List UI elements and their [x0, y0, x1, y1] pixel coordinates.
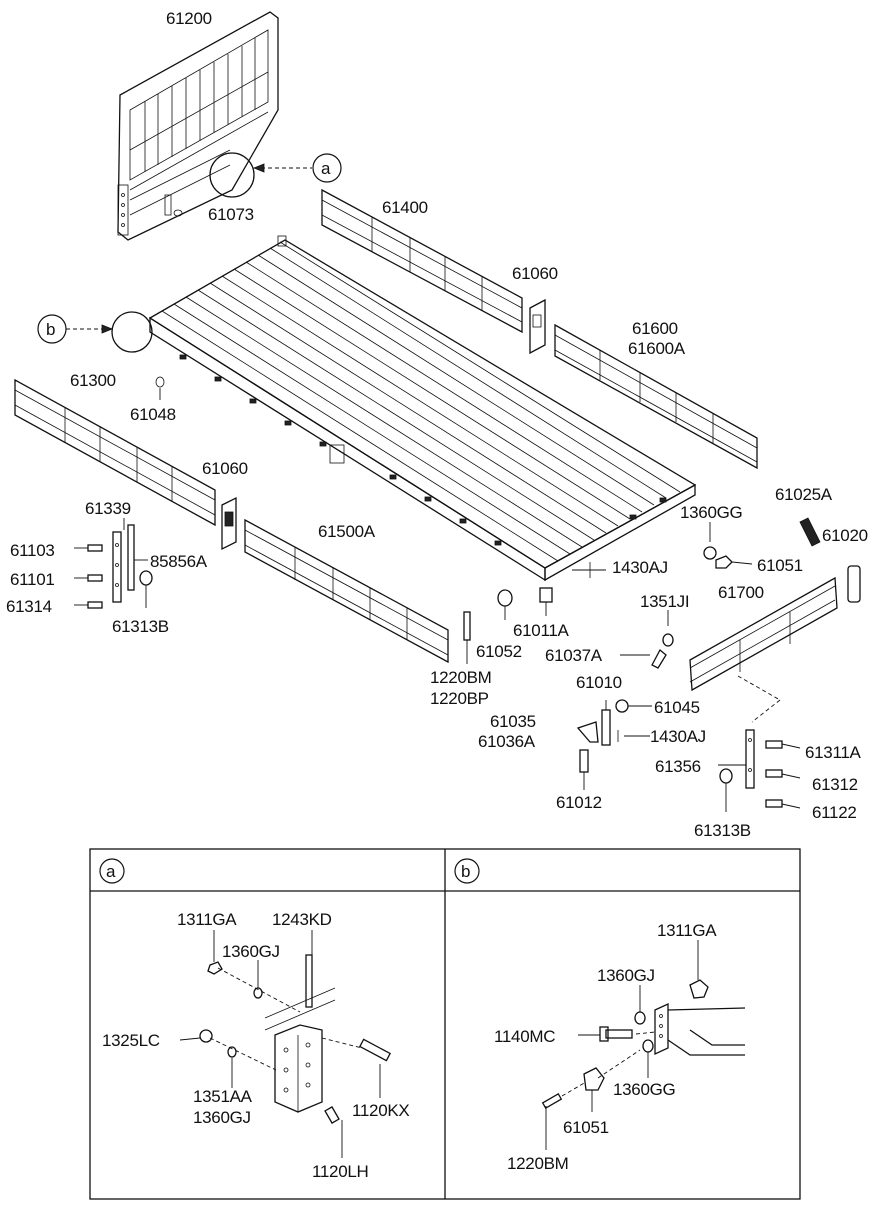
detail-b-tag-circle	[454, 858, 480, 884]
label-61600[interactable]: 61600	[632, 319, 678, 338]
label-a-1120KX[interactable]: 1120KX	[352, 1101, 410, 1120]
rear-fittings	[463, 562, 606, 664]
headboard-slats	[144, 38, 256, 172]
label-61314[interactable]: 61314	[6, 597, 52, 616]
label-61313B-right[interactable]: 61313B	[694, 821, 751, 840]
arrowhead-icon	[101, 324, 114, 334]
label-61073[interactable]: 61073	[208, 205, 254, 224]
callout-b-circle[interactable]	[37, 314, 67, 344]
label-61048[interactable]: 61048	[130, 405, 176, 424]
label-61020[interactable]: 61020	[822, 526, 868, 545]
label-61051[interactable]: 61051	[757, 556, 803, 575]
detail-a-drawing	[179, 930, 392, 1158]
detail-b-tag-letter: b	[461, 862, 470, 881]
label-61025A[interactable]: 61025A	[775, 485, 833, 504]
detail-a-tag-letter: a	[106, 862, 116, 881]
label-61103[interactable]: 61103	[10, 541, 55, 560]
label-61012[interactable]: 61012	[556, 793, 602, 812]
label-a-1311GA[interactable]: 1311GA	[177, 910, 238, 929]
label-61600A[interactable]: 61600A	[628, 339, 686, 358]
post-61060-mid	[221, 496, 237, 551]
label-61500A[interactable]: 61500A	[318, 522, 376, 541]
label-1360GG[interactable]: 1360GG	[680, 503, 743, 522]
callout-a-letter: a	[321, 159, 331, 178]
callout-b-letter: b	[46, 320, 55, 339]
sideboard-61300	[14, 378, 216, 527]
detail-b-labels: 1311GA 1360GJ 1140MC 1360GG 61051 1220BM	[494, 921, 718, 1173]
label-b-1311GA[interactable]: 1311GA	[657, 921, 718, 940]
label-61313B-left[interactable]: 61313B	[112, 617, 169, 636]
rear-right-fittings	[703, 517, 861, 603]
label-61312[interactable]: 61312	[812, 775, 858, 794]
label-61010[interactable]: 61010	[576, 673, 622, 692]
headboard-61200	[117, 11, 279, 241]
label-b-1140MC[interactable]: 1140MC	[494, 1027, 556, 1046]
label-b-1220BM[interactable]: 1220BM	[507, 1154, 569, 1173]
floor-bolts	[179, 354, 667, 546]
label-61101[interactable]: 61101	[10, 570, 55, 589]
sideboard-61500A	[244, 518, 449, 664]
hinge-61339	[112, 524, 135, 603]
detail-a-tag-circle	[99, 858, 125, 884]
detail-a-labels: 1311GA 1243KD 1360GJ 1325LC 1351AA 1360G…	[102, 910, 410, 1181]
label-1430AJ-top[interactable]: 1430AJ	[612, 558, 668, 577]
sideboard-61600	[554, 323, 758, 470]
label-61311A[interactable]: 61311A	[805, 743, 862, 762]
label-61356[interactable]: 61356	[655, 757, 701, 776]
tailgate-61700	[689, 576, 838, 692]
label-61045[interactable]: 61045	[654, 698, 700, 717]
label-61300[interactable]: 61300	[70, 371, 116, 390]
label-61122[interactable]: 61122	[812, 803, 857, 822]
nut-61048	[155, 376, 165, 388]
callout-a-circle[interactable]	[312, 153, 342, 183]
post-61060-top	[529, 298, 546, 355]
label-61700[interactable]: 61700	[718, 583, 764, 602]
label-1430AJ-low[interactable]: 1430AJ	[650, 727, 706, 746]
label-a-1360GJ-top[interactable]: 1360GJ	[222, 942, 280, 961]
label-61036A[interactable]: 61036A	[478, 732, 536, 751]
detail-b-drawing	[541, 940, 746, 1150]
label-1220BP[interactable]: 1220BP	[430, 689, 489, 708]
sideboard-61400	[321, 188, 523, 334]
label-a-1120LH[interactable]: 1120LH	[312, 1162, 369, 1181]
label-b-61051[interactable]: 61051	[563, 1118, 609, 1137]
label-61035[interactable]: 61035	[490, 712, 536, 731]
washer-1351JI	[662, 633, 674, 647]
main-labels: 61200 61073 61400 61060 61600 61600A 613…	[6, 9, 868, 840]
label-61339[interactable]: 61339	[85, 499, 131, 518]
latch-61010-group	[576, 699, 629, 773]
label-85856A[interactable]: 85856A	[150, 552, 208, 571]
label-1351JI[interactable]: 1351JI	[640, 592, 690, 611]
label-61060-mid[interactable]: 61060	[202, 459, 248, 478]
label-61400[interactable]: 61400	[382, 198, 428, 217]
label-61200[interactable]: 61200	[166, 9, 212, 28]
label-61052[interactable]: 61052	[476, 642, 522, 661]
label-61037A[interactable]: 61037A	[545, 646, 603, 665]
label-a-1243KD[interactable]: 1243KD	[272, 910, 332, 929]
label-a-1351AA[interactable]: 1351AA	[193, 1087, 253, 1106]
label-a-1325LC[interactable]: 1325LC	[102, 1031, 160, 1050]
label-61011A[interactable]: 61011A	[513, 621, 570, 640]
pin-61037A	[651, 648, 667, 669]
detail-table: a b	[89, 848, 801, 1200]
label-1220BM[interactable]: 1220BM	[430, 668, 492, 687]
label-61060-top[interactable]: 61060	[512, 264, 558, 283]
detail-a-zoom-circle	[209, 152, 255, 198]
platform-floor	[148, 235, 697, 582]
hinge-61356	[719, 729, 783, 808]
floor-planks	[161, 241, 681, 562]
label-a-1360GJ-low[interactable]: 1360GJ	[193, 1108, 251, 1127]
label-b-1360GG[interactable]: 1360GG	[613, 1080, 676, 1099]
bolts-left-group	[87, 544, 153, 609]
detail-b-zoom-circle	[111, 311, 153, 353]
label-b-1360GJ[interactable]: 1360GJ	[597, 966, 655, 985]
arrowhead-icon	[252, 163, 265, 173]
